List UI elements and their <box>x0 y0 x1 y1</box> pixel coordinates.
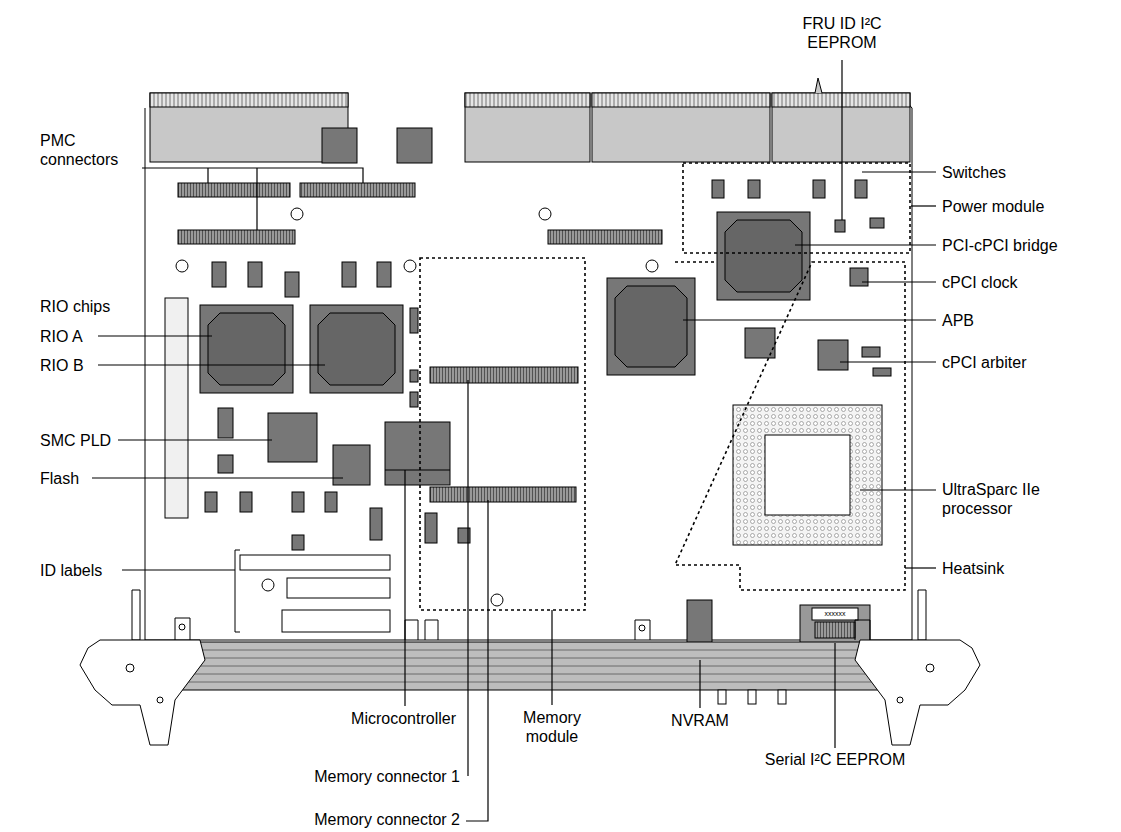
connector-marking: xxxxxx <box>825 610 846 618</box>
region-label: Memory module <box>512 708 592 746</box>
region-label: Heatsink <box>942 559 1004 578</box>
part-label: NVRAM <box>671 711 729 730</box>
part-label: FRU ID I²C EEPROM <box>780 14 905 52</box>
part-label: ID labels <box>40 561 102 580</box>
part-label: RIO B <box>40 356 84 375</box>
part-label: Memory connector 1 <box>314 767 460 786</box>
part-label: PMC connectors <box>40 131 135 169</box>
part-label: Memory connector 2 <box>314 810 460 829</box>
part-label: SMC PLD <box>40 431 111 450</box>
part-label: RIO A <box>40 327 83 346</box>
part-label: Flash <box>40 469 79 488</box>
part-label: Microcontroller <box>351 709 456 728</box>
part-label: APB <box>942 311 974 330</box>
part-label: cPCI clock <box>942 273 1018 292</box>
part-label: Serial I²C EEPROM <box>765 750 905 769</box>
group-label: RIO chips <box>40 297 110 316</box>
part-label: cPCI arbiter <box>942 353 1026 372</box>
part-label: PCI-cPCI bridge <box>942 236 1058 255</box>
part-label: Switches <box>942 163 1006 182</box>
region-label: Power module <box>942 197 1044 216</box>
part-label: UltraSparc IIe processor <box>942 480 1067 518</box>
